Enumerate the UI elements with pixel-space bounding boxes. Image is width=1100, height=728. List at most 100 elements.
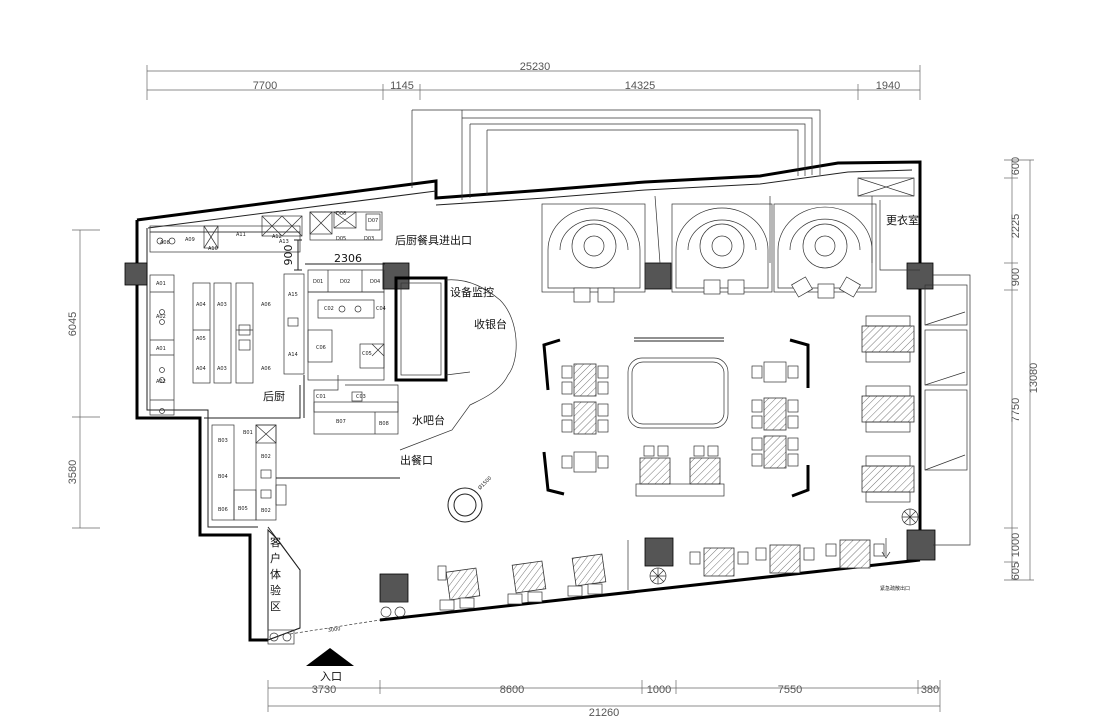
cashier-area: [394, 276, 517, 451]
dimension-bottom: 3730 8600 1000 7550 380 21260: [267, 680, 941, 719]
code-a11: A11: [236, 232, 246, 238]
code-c01: C01: [316, 394, 326, 400]
label-locker-room: 更衣室: [886, 213, 919, 227]
label-path-3000: 3000: [327, 626, 340, 634]
dimension-top: 25230 7700 1145 14325 1940: [146, 61, 921, 100]
outer-walls: [135, 160, 922, 642]
label-dish-entrance: 后厨餐具进出口: [395, 233, 472, 247]
code-a15: A15: [288, 292, 298, 298]
dim-right-total: 13080: [1028, 363, 1040, 394]
label-water-bar: 水吧台: [412, 413, 445, 427]
dimension-left: 6045 3580: [67, 229, 100, 529]
code-c05: C05: [362, 351, 372, 357]
label-customer-area-5: 区: [270, 600, 281, 613]
round-booth: [671, 203, 773, 293]
code-d03: D03: [364, 236, 374, 242]
label-entrance: 入口: [320, 670, 342, 683]
code-a04: A04: [196, 302, 206, 308]
code-b05: B05: [238, 506, 248, 512]
dim-right-seg-2: 2225: [1010, 214, 1022, 238]
code-a08: A08: [160, 240, 170, 246]
code-a03: A03: [217, 302, 227, 308]
dim-bottom-seg-1: 3730: [312, 684, 336, 696]
code-a03b: A03: [217, 366, 227, 372]
column: [644, 537, 674, 567]
customer-area-shape: [267, 528, 301, 645]
label-emergency-exit: 紧急疏散出口: [880, 585, 910, 592]
inner-dimensions: 900 2306: [282, 239, 385, 271]
dim-top-seg-3: 14325: [625, 80, 656, 92]
dim-right-seg-4: 7750: [1010, 398, 1022, 422]
dim-right-seg-1: 600: [1010, 157, 1022, 175]
code-b01: B01: [243, 430, 253, 436]
entrance-arrow-icon: [306, 648, 354, 666]
code-a06b: A06: [261, 366, 271, 372]
column: [379, 573, 409, 603]
label-customer-area-3: 体: [270, 567, 281, 581]
right-rooms: [857, 177, 971, 546]
dim-left-seg-2: 3580: [67, 460, 79, 484]
room-labels: 后厨 后厨餐具进出口 设备监控 收银台 水吧台 出餐口 更衣室 入口 紧急疏散出…: [263, 213, 919, 683]
dim-left-seg-1: 6045: [67, 312, 79, 336]
column: [124, 262, 148, 286]
booths-top: [541, 195, 877, 303]
round-feature: Ø1500: [447, 475, 493, 523]
dim-900: 900: [282, 245, 295, 266]
diameter-label: Ø1500: [476, 475, 493, 492]
code-a01b: A01: [156, 346, 166, 352]
label-serving-window: 出餐口: [400, 453, 433, 467]
column: [644, 262, 672, 290]
code-a13: A13: [279, 239, 289, 245]
column: [906, 529, 936, 561]
code-a10: A10: [208, 246, 218, 252]
round-booth: [541, 203, 646, 293]
label-equipment-monitor: 设备监控: [450, 285, 494, 299]
code-a04b: A04: [196, 366, 206, 372]
label-customer-area-4: 验: [270, 583, 281, 597]
code-b03: B03: [218, 438, 228, 444]
top-balcony: [411, 109, 821, 200]
code-d07: D07: [368, 218, 378, 224]
dim-bottom-seg-5: 380: [921, 684, 939, 696]
label-cashier: 收银台: [474, 317, 507, 331]
code-b06: B06: [218, 507, 228, 513]
dim-top-seg-4: 1940: [876, 80, 900, 92]
round-booth: [773, 203, 877, 293]
kitchen-equipment: A08 A09 A10 A11 A12 A13 A01 A02 A01 A02 …: [149, 211, 400, 521]
dim-top-total: 25230: [520, 61, 551, 73]
dim-bottom-total: 21260: [589, 707, 620, 719]
code-a06: A06: [261, 302, 271, 308]
code-d01: D01: [313, 279, 323, 285]
label-back-kitchen: 后厨: [263, 390, 285, 403]
code-a05: A05: [196, 336, 206, 342]
dim-right-seg-6: 1000: [1010, 533, 1022, 557]
booths-right: [861, 315, 919, 526]
code-c03: C03: [356, 394, 366, 400]
code-b07: B07: [336, 419, 346, 425]
dim-bottom-seg-2: 8600: [500, 684, 524, 696]
code-b02: B02: [261, 454, 271, 460]
code-d02: D02: [340, 279, 350, 285]
code-b08: B08: [379, 421, 389, 427]
dimension-right: 600 2225 900 7750 13080 1000 605: [1004, 157, 1040, 581]
central-dining: [542, 337, 810, 498]
label-customer-area-2: 户: [270, 551, 281, 565]
code-d06: D06: [336, 211, 346, 217]
dim-bottom-seg-3: 1000: [647, 684, 671, 696]
code-a02b: A02: [156, 379, 166, 385]
code-a09: A09: [185, 237, 195, 243]
code-d05: D05: [336, 236, 346, 242]
code-d04: D04: [370, 279, 380, 285]
code-a14: A14: [288, 352, 298, 358]
code-c04: C04: [376, 306, 386, 312]
code-b04: B04: [218, 474, 228, 480]
code-a02: A02: [156, 314, 166, 320]
dim-right-seg-7: 605: [1010, 562, 1022, 580]
code-c06: C06: [316, 345, 326, 351]
label-customer-area-1: 客: [270, 535, 281, 549]
dim-bottom-seg-4: 7550: [778, 684, 802, 696]
code-c02: C02: [324, 306, 334, 312]
code-a12: A12: [272, 234, 282, 240]
dim-right-seg-3: 900: [1010, 268, 1022, 286]
